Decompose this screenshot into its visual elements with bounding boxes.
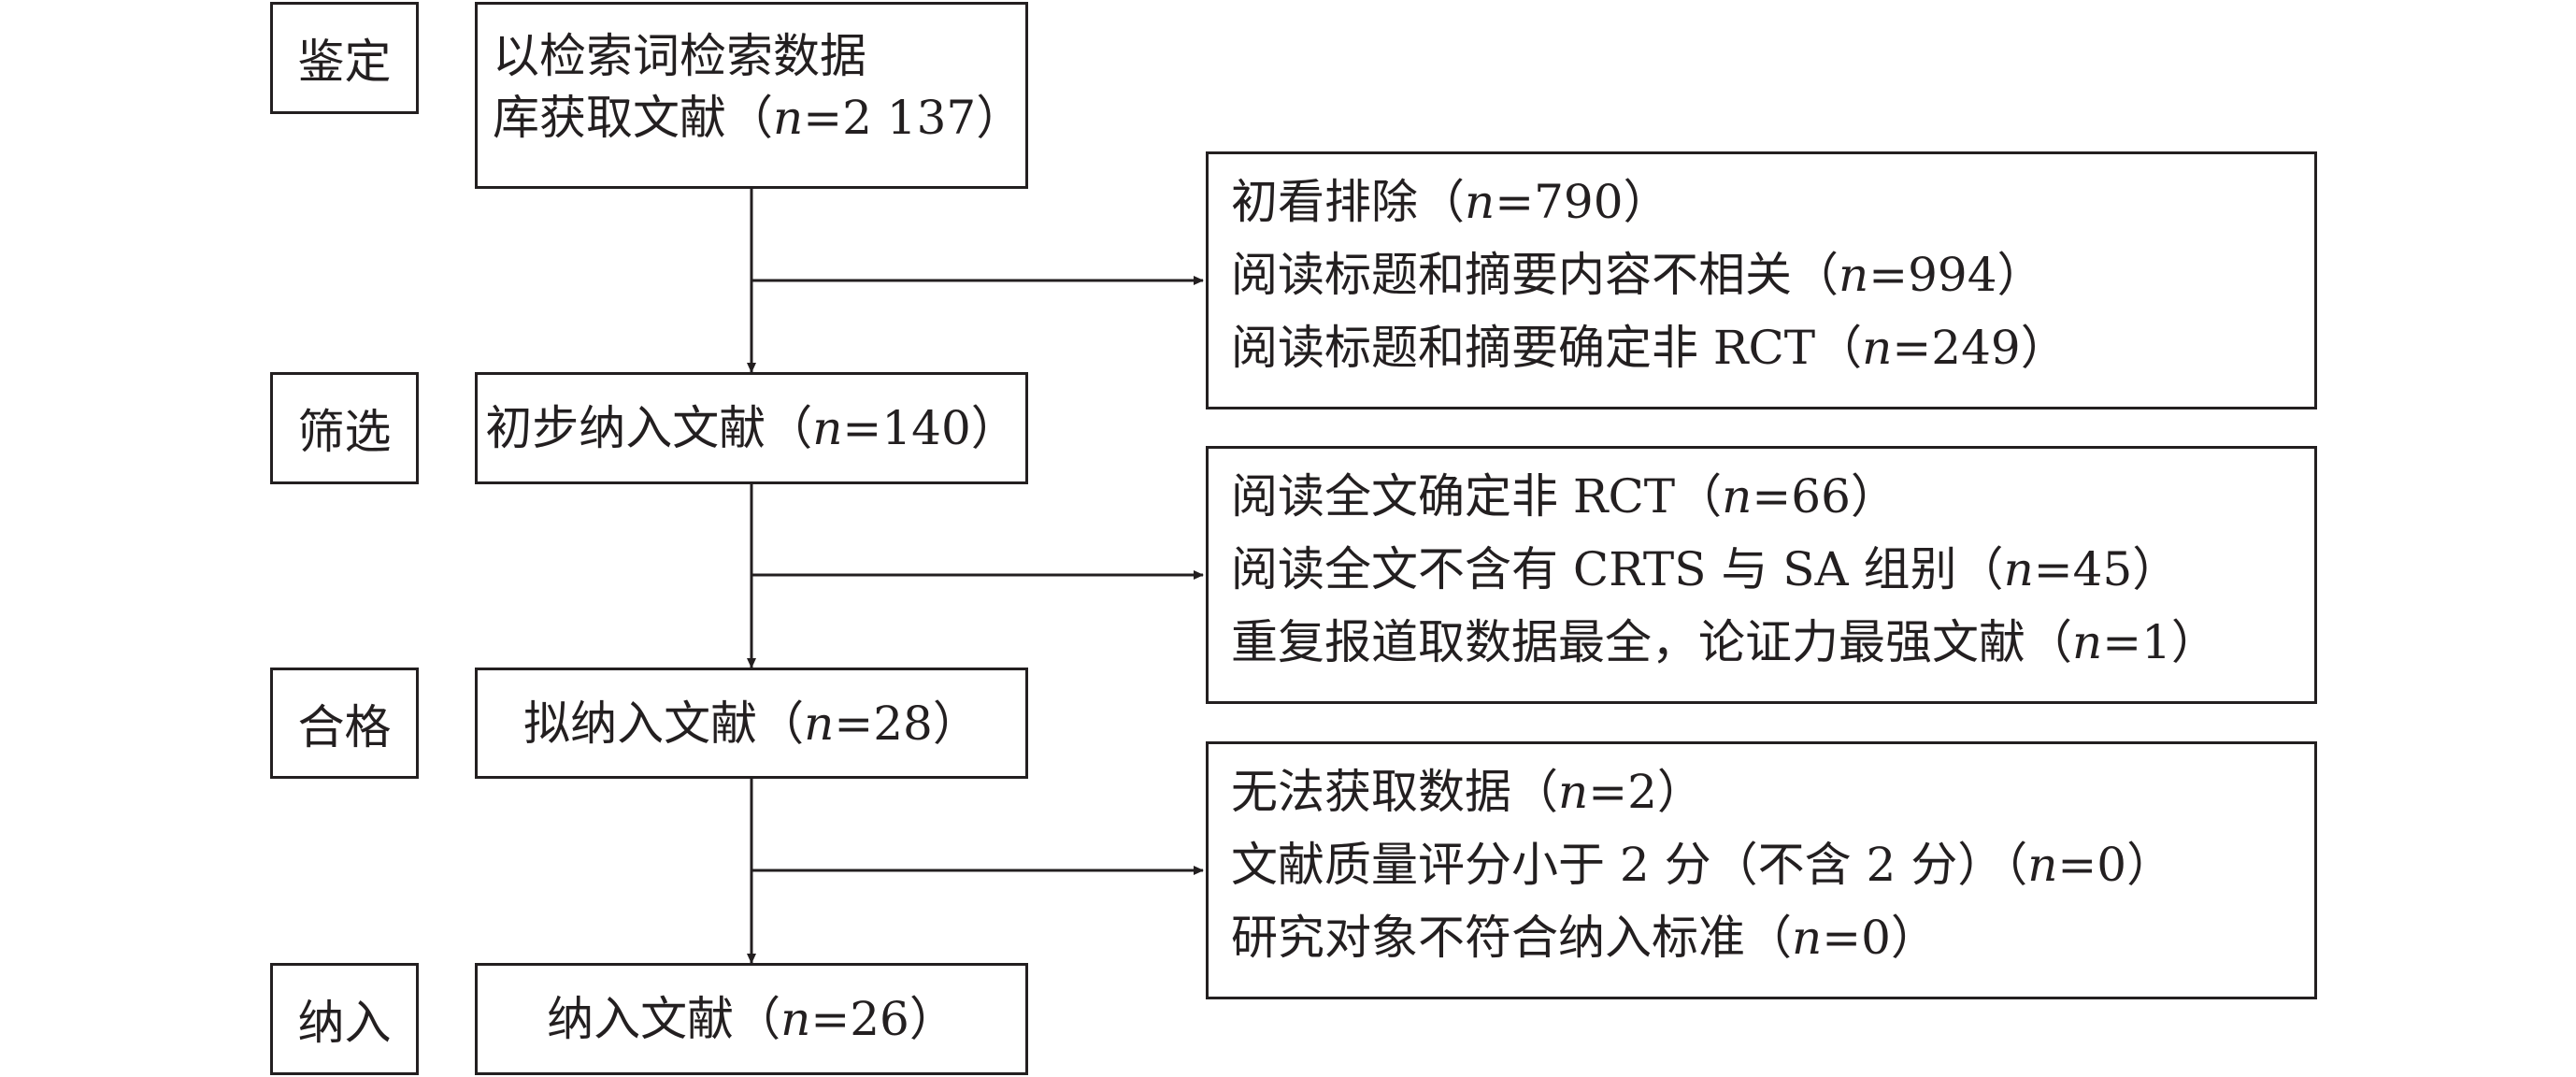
stage-label-eligibility: 合格 — [270, 668, 419, 779]
identified-records-box: 以检索词检索数据 库获取文献（n=2 137） — [475, 2, 1028, 189]
exclusion-box-full-text: 阅读全文确定非 RCT（n=66） 阅读全文不含有 CRTS 与 SA 组别（n… — [1206, 446, 2317, 704]
stage-label-identification: 鉴定 — [270, 2, 419, 114]
screened-records-box: 初步纳入文献（n=140） — [475, 372, 1028, 484]
included-records-box: 纳入文献（n=26） — [475, 963, 1028, 1075]
stage-label-screening: 筛选 — [270, 372, 419, 484]
exclusion-box-eligibility: 无法获取数据（n=2） 文献质量评分小于 2 分（不含 2 分）（n=0） 研究… — [1206, 741, 2317, 999]
exclusion-box-initial-screening: 初看排除（n=790） 阅读标题和摘要内容不相关（n=994） 阅读标题和摘要确… — [1206, 151, 2317, 409]
eligible-records-box: 拟纳入文献（n=28） — [475, 668, 1028, 779]
stage-label-included: 纳入 — [270, 963, 419, 1075]
